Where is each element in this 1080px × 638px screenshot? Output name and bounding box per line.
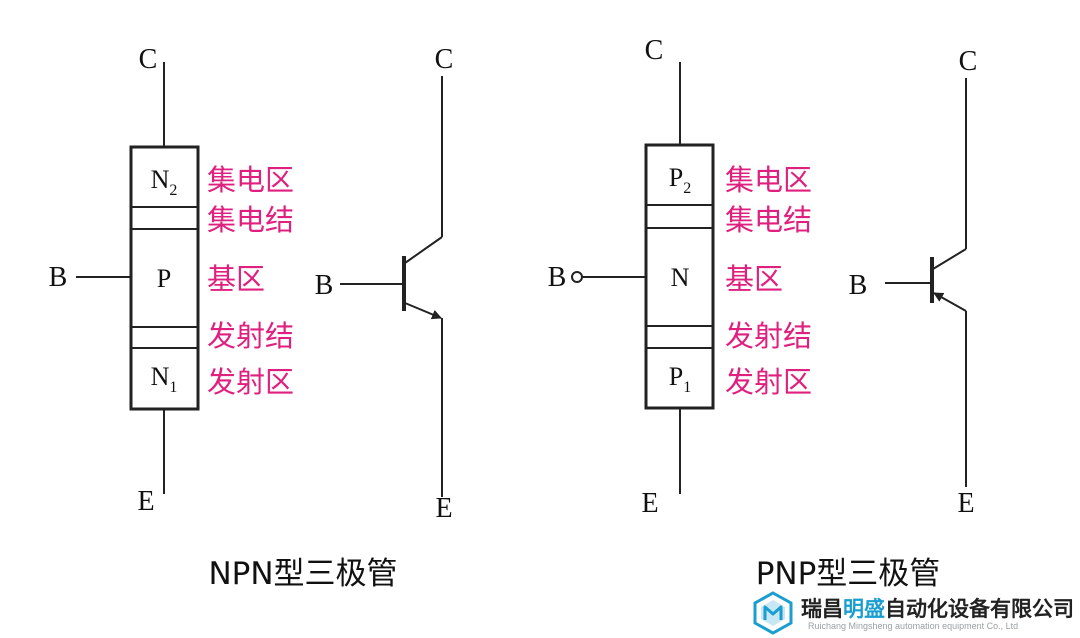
npn-collector-region-label: N2 [151,165,178,199]
pnp-annotation-base-region: 基区 [725,262,783,296]
pnp-annotation-emitter-junction: 发射结 [725,319,812,353]
npn-symbol-emitter-label: E [435,493,452,524]
npn-structure: C N2 P N1 B E [49,44,200,517]
pnp-symbol-base-label: B [849,270,868,301]
hexagon-logo-icon [753,591,793,635]
pnp-symbol-collector-label: C [959,46,978,77]
npn-collector-label: C [139,44,158,75]
pnp-base-region-label: N [671,263,690,292]
company-name: 瑞昌明盛自动化设备有限公司 [801,597,1074,621]
npn-symbol-collector-label: C [435,44,454,75]
pnp-collector-region-label: P2 [669,163,691,197]
npn-annotation-collector-junction: 集电结 [207,203,294,237]
npn-annotation-base-region: 基区 [207,262,265,296]
pnp-structure: C P2 N P1 B E [548,35,715,519]
pnp-annotation-collector-region: 集电区 [725,163,812,197]
pnp-annotations: 集电区 集电结 基区 发射结 发射区 [725,163,812,399]
pnp-annotation-emitter-region: 发射区 [725,365,812,399]
pnp-symbol-emitter-label: E [957,488,974,519]
pnp-emitter-region-label: P1 [669,362,691,396]
npn-emitter-arrow [404,302,442,320]
npn-annotation-emitter-region: 发射区 [207,365,294,399]
pnp-base-label: B [548,262,567,293]
npn-symbol: C B E [315,44,454,524]
company-english-name: Ruichang Mingsheng automation equipment … [808,621,1019,631]
company-logo: 瑞昌明盛自动化设备有限公司 Ruichang Mingsheng automat… [746,588,1080,638]
pnp-emitter-label: E [641,488,658,519]
npn-annotations: 集电区 集电结 基区 发射结 发射区 [207,163,294,399]
npn-annotation-emitter-junction: 发射结 [207,319,294,353]
pnp-symbol: C B E [849,46,978,519]
npn-base-region-label: P [157,264,171,293]
pnp-collector-label: C [645,35,664,66]
pnp-caption: PNP型三极管 [756,556,941,592]
npn-base-label: B [49,262,68,293]
npn-emitter-region-label: N1 [151,362,178,396]
npn-emitter-label: E [137,486,154,517]
pnp-annotation-collector-junction: 集电结 [725,203,812,237]
pnp-emitter-arrow [933,292,967,312]
npn-caption: NPN型三极管 [208,556,397,592]
pnp-base-terminal-circle [571,271,583,283]
npn-annotation-collector-region: 集电区 [207,163,294,197]
npn-symbol-base-label: B [315,270,334,301]
